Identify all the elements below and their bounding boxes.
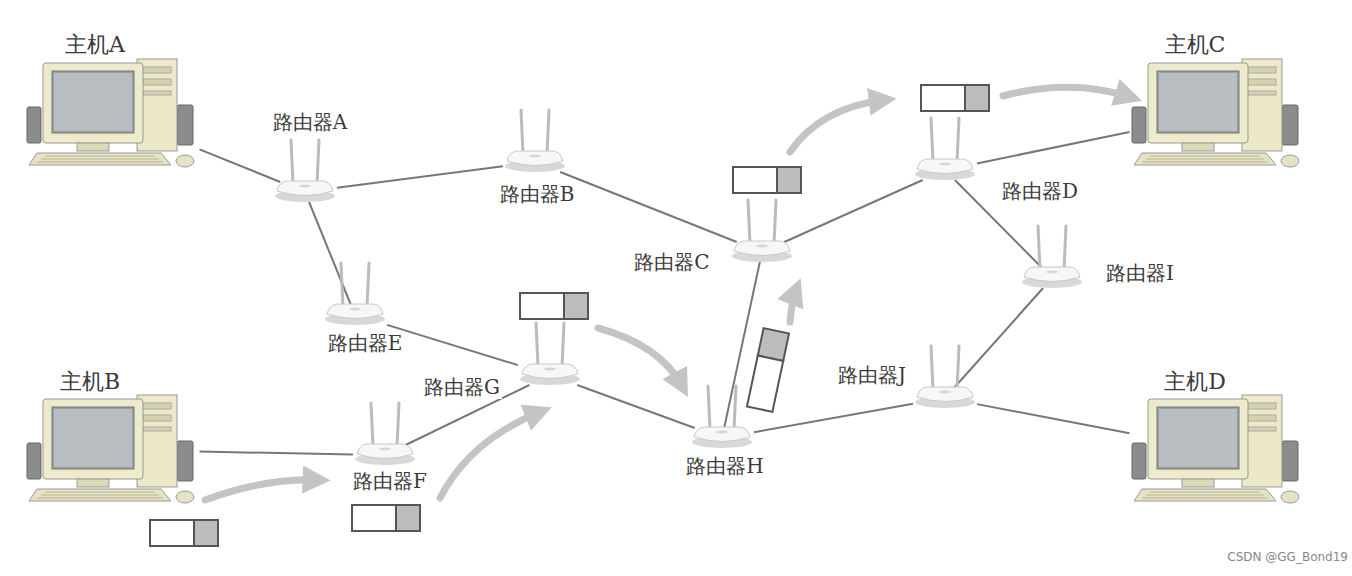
router-icon	[323, 259, 387, 327]
router-icon	[1020, 222, 1084, 290]
router-icon	[518, 319, 582, 387]
network-link	[977, 132, 1130, 163]
computer-icon	[25, 57, 200, 172]
router-icon	[503, 106, 567, 174]
network-link	[309, 202, 351, 305]
router-node: 路由器J	[913, 388, 977, 408]
router-icon	[913, 114, 977, 182]
router-node: 路由器H	[690, 428, 754, 448]
node-label: 路由器B	[498, 182, 577, 206]
computer-icon	[1130, 393, 1305, 508]
router-node: 路由器F	[353, 445, 417, 465]
network-link	[784, 180, 922, 242]
network-link	[387, 325, 518, 365]
router-node: 路由器G	[518, 365, 582, 385]
node-label: 路由器A	[271, 110, 349, 134]
router-node: 路由器E	[323, 305, 387, 325]
node-label: 主机B	[58, 369, 122, 395]
node-label: 路由器G	[422, 375, 502, 399]
host-node: 主机B	[25, 393, 200, 508]
network-link	[724, 262, 760, 428]
router-node: 路由器B	[503, 152, 567, 172]
host-node: 主机D	[1130, 393, 1305, 508]
node-label: 主机D	[1162, 369, 1228, 395]
watermark: CSDN @GG_Bond19	[1227, 550, 1348, 564]
router-icon	[690, 382, 754, 450]
node-label: 路由器J	[836, 363, 908, 387]
network-link	[754, 404, 913, 433]
node-label: 路由器I	[1104, 261, 1176, 285]
node-label: 主机A	[63, 32, 127, 58]
node-label: 路由器D	[1000, 179, 1080, 203]
node-label: 路由器E	[326, 331, 405, 355]
router-icon	[353, 399, 417, 467]
network-link	[577, 385, 694, 428]
router-icon	[913, 342, 977, 410]
network-link	[200, 149, 281, 182]
router-node: 路由器A	[273, 182, 337, 202]
network-link	[337, 166, 503, 188]
router-node: 路由器I	[1020, 268, 1084, 288]
router-node: 路由器D	[913, 160, 977, 180]
network-link	[977, 404, 1130, 433]
network-link	[954, 288, 1043, 388]
router-node: 路由器C	[730, 242, 794, 262]
node-label: 主机C	[1163, 32, 1228, 58]
node-label: 路由器C	[632, 250, 711, 274]
router-icon	[730, 196, 794, 264]
router-icon	[273, 136, 337, 204]
host-node: 主机C	[1130, 57, 1305, 172]
network-link	[560, 172, 737, 242]
host-node: 主机A	[25, 57, 200, 172]
network-link	[200, 452, 354, 455]
computer-icon	[1130, 57, 1305, 172]
computer-icon	[25, 393, 200, 508]
node-label: 路由器H	[684, 454, 765, 478]
node-label: 路由器F	[351, 469, 429, 493]
